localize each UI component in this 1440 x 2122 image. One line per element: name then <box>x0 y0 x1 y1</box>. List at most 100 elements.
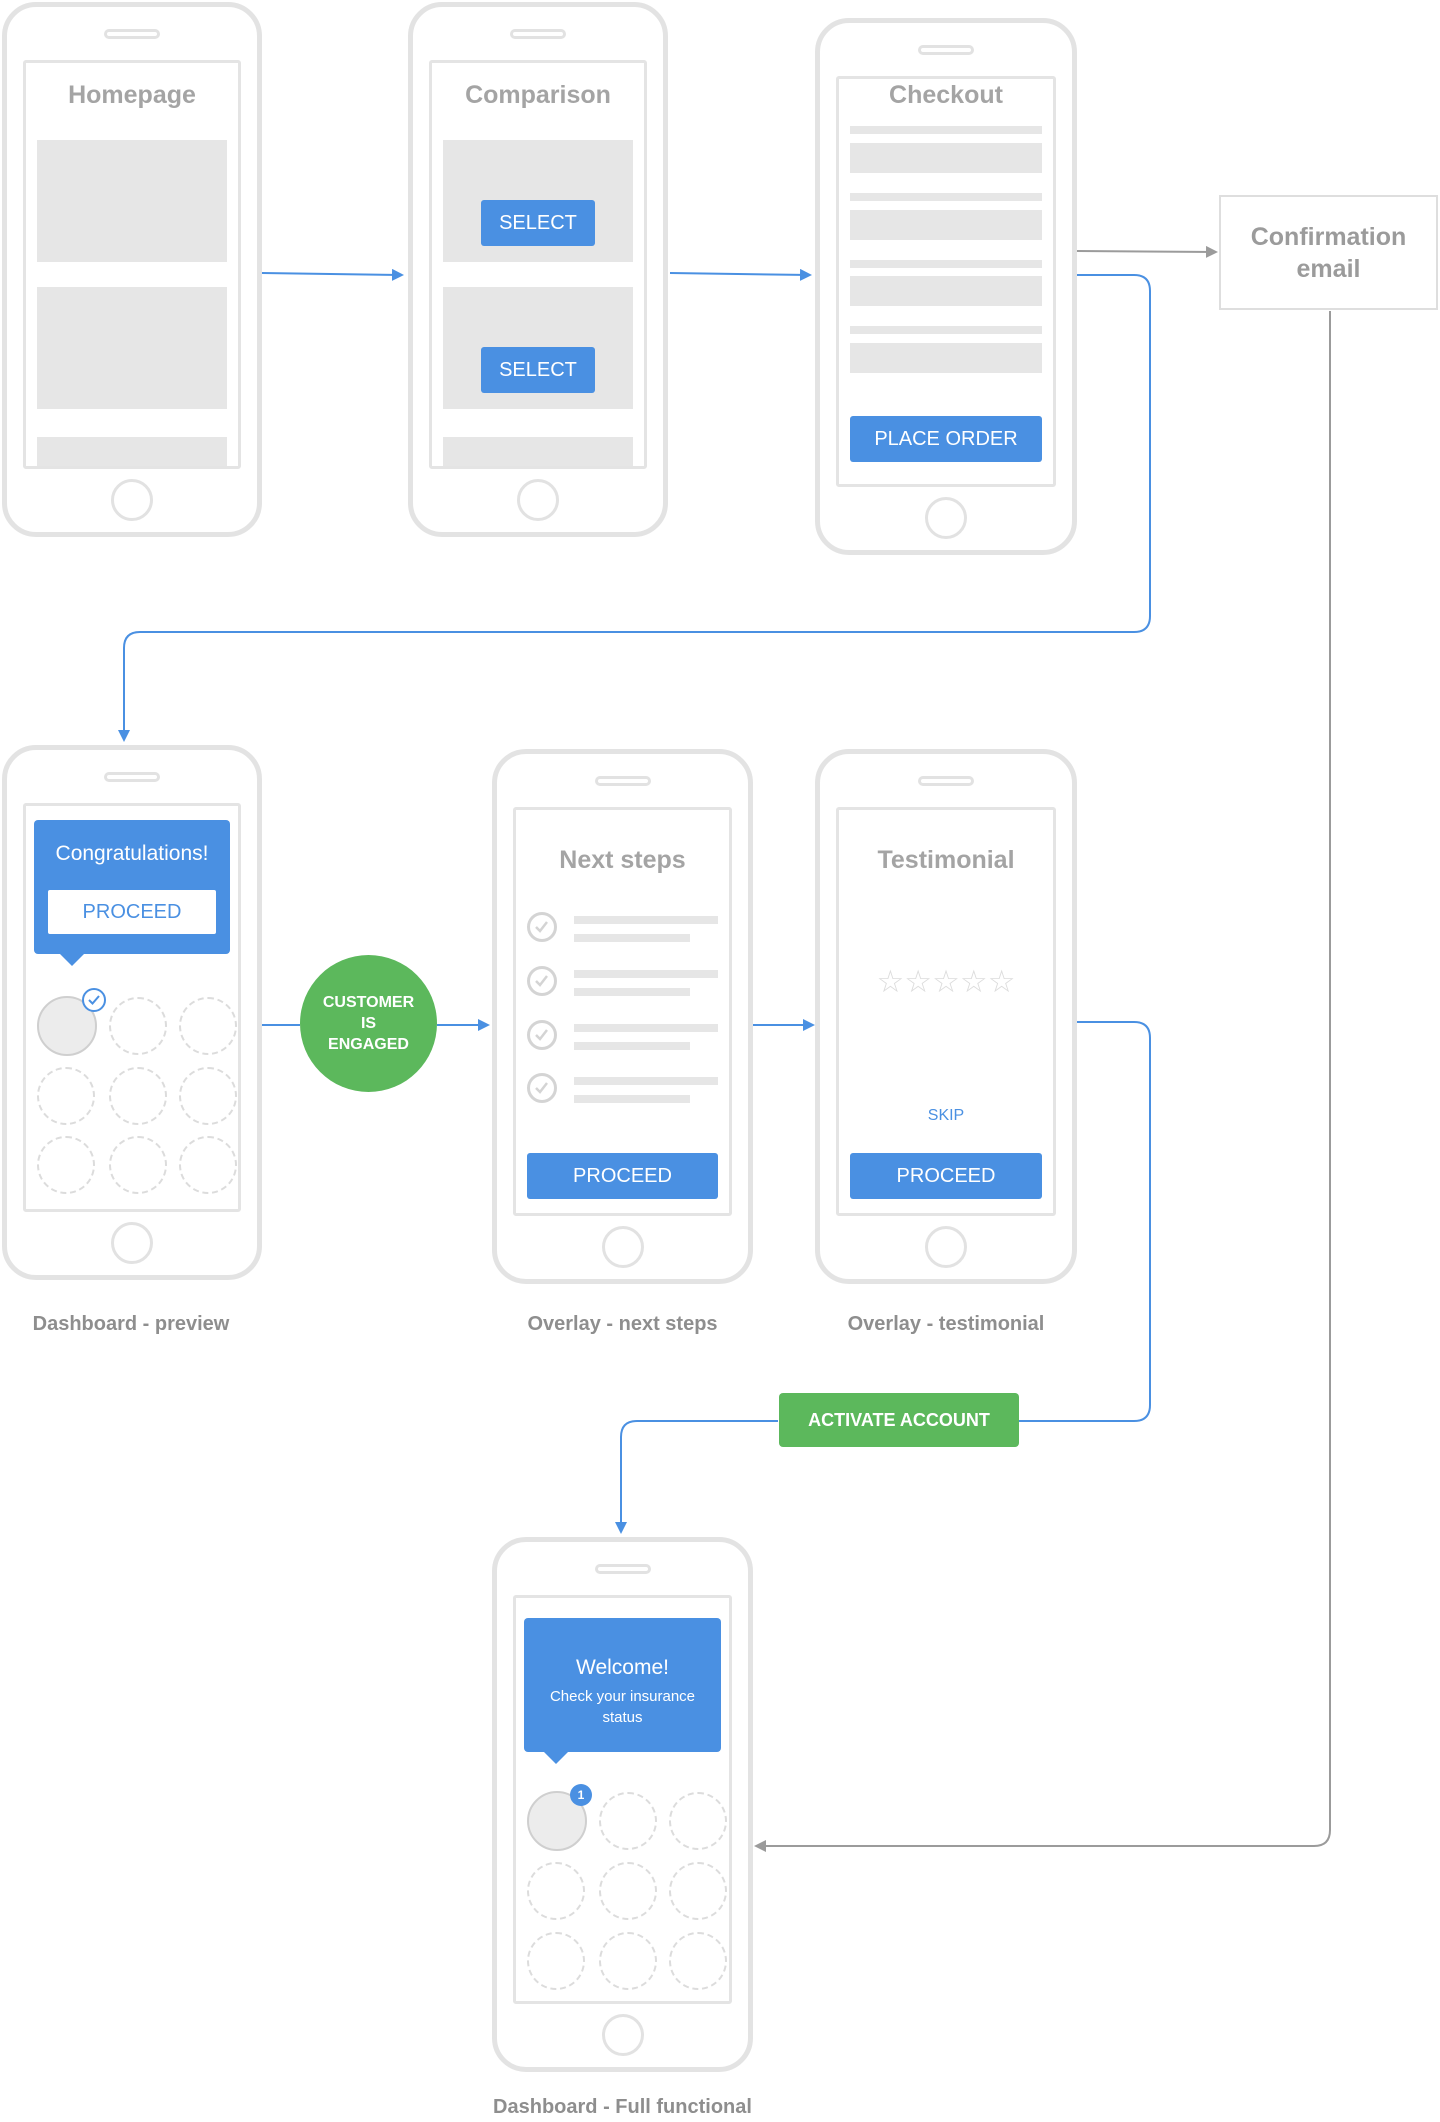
caption-dashboard-preview: Dashboard - preview <box>32 1313 230 1335</box>
step-line-short <box>574 988 690 996</box>
phone-speaker <box>104 772 160 782</box>
home-button <box>925 497 967 539</box>
checkmark-icon <box>527 966 557 996</box>
caption-overlay-next-steps: Overlay - next steps <box>527 1313 718 1335</box>
congrats-popup: Congratulations! PROCEED <box>34 820 230 966</box>
star-icon[interactable]: ☆ <box>987 964 1016 1000</box>
dashboard-tile-locked <box>37 1067 95 1125</box>
star-icon[interactable]: ☆ <box>876 964 905 1000</box>
proceed-button[interactable]: PROCEED <box>850 1153 1042 1199</box>
phone-checkout: Checkout PLACE ORDER <box>815 18 1077 555</box>
notification-badge: 1 <box>570 1784 592 1806</box>
caption-dashboard-full: Dashboard - Full functional <box>493 2096 752 2118</box>
screen-title: Homepage <box>68 81 196 109</box>
place-order-button[interactable]: PLACE ORDER <box>850 416 1042 462</box>
dashboard-tile-locked <box>179 1067 237 1125</box>
dashboard-tile-locked <box>109 997 167 1055</box>
arrow-testimonial-to-activate <box>1018 1021 1151 1422</box>
home-button <box>517 479 559 521</box>
dashboard-tile-locked <box>109 1067 167 1125</box>
screen-dashboard-full: Welcome! Check your insurance status 1 <box>513 1595 732 2004</box>
step-line <box>574 1077 718 1085</box>
screen-testimonial: Testimonial ☆☆☆☆☆ SKIP PROCEED <box>836 807 1056 1216</box>
dashboard-tile-locked <box>669 1932 727 1990</box>
customer-engaged-label: CUSTOMER IS ENGAGED <box>322 994 415 1053</box>
popup-title: Congratulations! <box>55 842 209 865</box>
phone-speaker <box>918 45 974 55</box>
select-button[interactable]: SELECT <box>481 347 595 393</box>
popup-proceed-button[interactable]: PROCEED <box>48 890 216 934</box>
dashboard-tile-locked <box>599 1792 657 1850</box>
dashboard-tile-locked <box>527 1862 585 1920</box>
content-block: SELECT <box>443 287 633 409</box>
customer-engaged-event: CUSTOMER IS ENGAGED <box>300 955 437 1092</box>
dashboard-tile-locked <box>599 1862 657 1920</box>
form-field[interactable] <box>850 343 1042 373</box>
phone-comparison: Comparison SELECT SELECT <box>408 2 668 537</box>
screen-title: Testimonial <box>877 846 1015 874</box>
screen-dashboard-preview: Congratulations! PROCEED <box>23 803 241 1212</box>
dashboard-tile-locked <box>669 1792 727 1850</box>
home-button <box>111 1222 153 1264</box>
activate-account-event: ACTIVATE ACCOUNT <box>779 1393 1019 1447</box>
home-button <box>925 1226 967 1268</box>
home-button <box>111 479 153 521</box>
form-field[interactable] <box>850 276 1042 306</box>
dashboard-tile-locked <box>109 1136 167 1194</box>
content-block <box>37 287 227 409</box>
screen-checkout: Checkout PLACE ORDER <box>836 76 1056 487</box>
dashboard-tile-locked <box>179 1136 237 1194</box>
caption-overlay-testimonial: Overlay - testimonial <box>847 1313 1045 1335</box>
arrow-checkout-to-email <box>1076 245 1218 258</box>
skip-link[interactable]: SKIP <box>927 1107 965 1124</box>
screen-comparison: Comparison SELECT SELECT <box>429 60 647 469</box>
step-line <box>574 1024 718 1032</box>
form-field[interactable] <box>850 210 1042 240</box>
screen-title: Checkout <box>889 81 1003 109</box>
phone-dashboard-full: Welcome! Check your insurance status 1 <box>492 1537 753 2072</box>
star-rating[interactable]: ☆☆☆☆☆ <box>839 964 1053 1000</box>
phone-speaker <box>918 776 974 786</box>
popup-title: Welcome! <box>576 1656 669 1679</box>
star-icon[interactable]: ☆ <box>932 964 960 1000</box>
proceed-button[interactable]: PROCEED <box>527 1153 718 1199</box>
popup-pointer <box>544 1752 568 1764</box>
phone-testimonial: Testimonial ☆☆☆☆☆ SKIP PROCEED <box>815 749 1077 1284</box>
form-label-bar <box>850 126 1042 134</box>
form-label-bar <box>850 193 1042 201</box>
dashboard-tile-locked <box>669 1862 727 1920</box>
content-block <box>443 437 633 466</box>
select-button[interactable]: SELECT <box>481 200 595 246</box>
screen-title: Next steps <box>559 846 686 874</box>
popup-text: Check your insurance status <box>549 1688 696 1726</box>
phone-dashboard-preview: Congratulations! PROCEED <box>2 745 262 1280</box>
welcome-popup: Welcome! Check your insurance status <box>524 1618 721 1764</box>
dashboard-tile-locked <box>527 1932 585 1990</box>
step-line-short <box>574 1042 690 1050</box>
home-button <box>601 2014 644 2056</box>
phone-next-steps: Next steps PROCEED <box>492 749 753 1284</box>
checkmark-icon <box>527 912 557 942</box>
popup-pointer <box>60 954 84 966</box>
checkmark-icon <box>527 1020 557 1050</box>
screen-next-steps: Next steps PROCEED <box>513 807 732 1216</box>
confirmation-email-box: Confirmation email <box>1219 195 1438 310</box>
confirmation-email-title: Confirmation email <box>1250 222 1407 283</box>
star-icon[interactable]: ☆ <box>904 964 933 1000</box>
phone-homepage: Homepage <box>2 2 262 537</box>
screen-homepage: Homepage <box>23 60 241 469</box>
step-line <box>574 916 718 924</box>
check-badge-icon <box>82 988 106 1012</box>
star-icon[interactable]: ☆ <box>959 964 988 1000</box>
arrow-comparison-to-checkout <box>669 268 812 281</box>
phone-speaker <box>104 29 160 39</box>
screen-title: Comparison <box>465 81 611 109</box>
form-label-bar <box>850 326 1042 334</box>
content-block <box>37 437 227 466</box>
form-field[interactable] <box>850 143 1042 173</box>
step-line <box>574 970 718 978</box>
arrow-email-to-dashboard <box>754 311 1331 1852</box>
content-block <box>37 140 227 262</box>
arrow-home-to-comparison <box>261 268 404 281</box>
content-block: SELECT <box>443 140 633 262</box>
